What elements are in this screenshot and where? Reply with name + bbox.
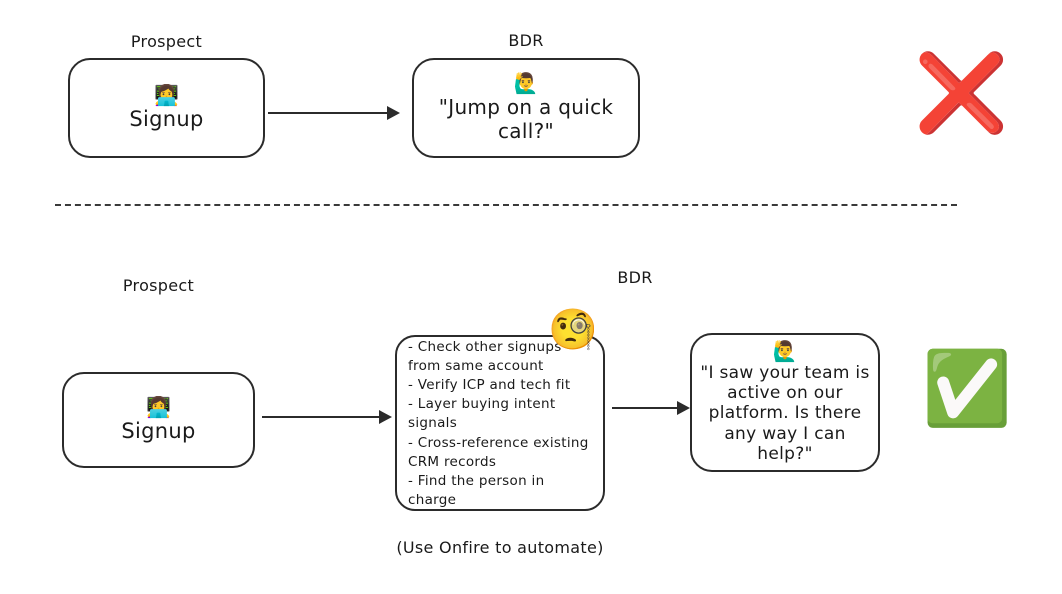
woman-technologist-icon: 👩‍💻	[154, 82, 179, 107]
label-bdr-top: BDR	[508, 31, 544, 50]
face-with-monocle-icon: 🧐	[548, 307, 598, 353]
message-box-bottom-text: "I saw your team is active on our platfo…	[700, 362, 870, 465]
signup-box-bottom-text: Signup	[121, 418, 196, 443]
research-checklist-box[interactable]: - Check other signups from same account …	[395, 335, 605, 511]
label-bdr-bottom: BDR	[617, 268, 653, 287]
message-box-bottom[interactable]: 🙋‍♂️ "I saw your team is active on our p…	[690, 333, 880, 472]
label-prospect-top: Prospect	[130, 32, 203, 51]
woman-technologist-icon: 👩‍💻	[146, 394, 171, 419]
checklist-item: - Find the person in charge	[408, 472, 545, 509]
checklist-item: - Layer buying intent signals	[408, 396, 556, 432]
check-mark-button-icon: ✅	[922, 346, 1012, 430]
checklist-item: - Verify ICP and tech fit	[408, 377, 571, 394]
automation-caption: (Use Onfire to automate)	[396, 538, 604, 557]
message-box-top-text: "Jump on a quick call?"	[438, 95, 614, 143]
cross-mark-icon: ❌	[914, 48, 1009, 137]
man-raising-hand-icon: 🙋‍♂️	[772, 338, 798, 363]
arrow-research-to-message	[612, 401, 690, 415]
arrow-signup-to-research	[262, 410, 392, 424]
signup-box-bottom[interactable]: 👩‍💻 Signup	[62, 372, 255, 468]
signup-box-top[interactable]: 👩‍💻 Signup	[68, 58, 265, 158]
section-divider	[55, 204, 957, 206]
man-raising-hand-icon: 🙋‍♂️	[513, 71, 539, 95]
message-box-top[interactable]: 🙋‍♂️ "Jump on a quick call?"	[412, 58, 640, 158]
label-prospect-bottom: Prospect	[122, 276, 195, 295]
arrow-signup-to-message-top	[268, 106, 400, 120]
checklist-item: - Check other signups from same account	[408, 338, 562, 374]
checklist-item: - Cross-reference existing CRM records	[408, 434, 589, 470]
signup-box-top-text: Signup	[129, 106, 204, 131]
